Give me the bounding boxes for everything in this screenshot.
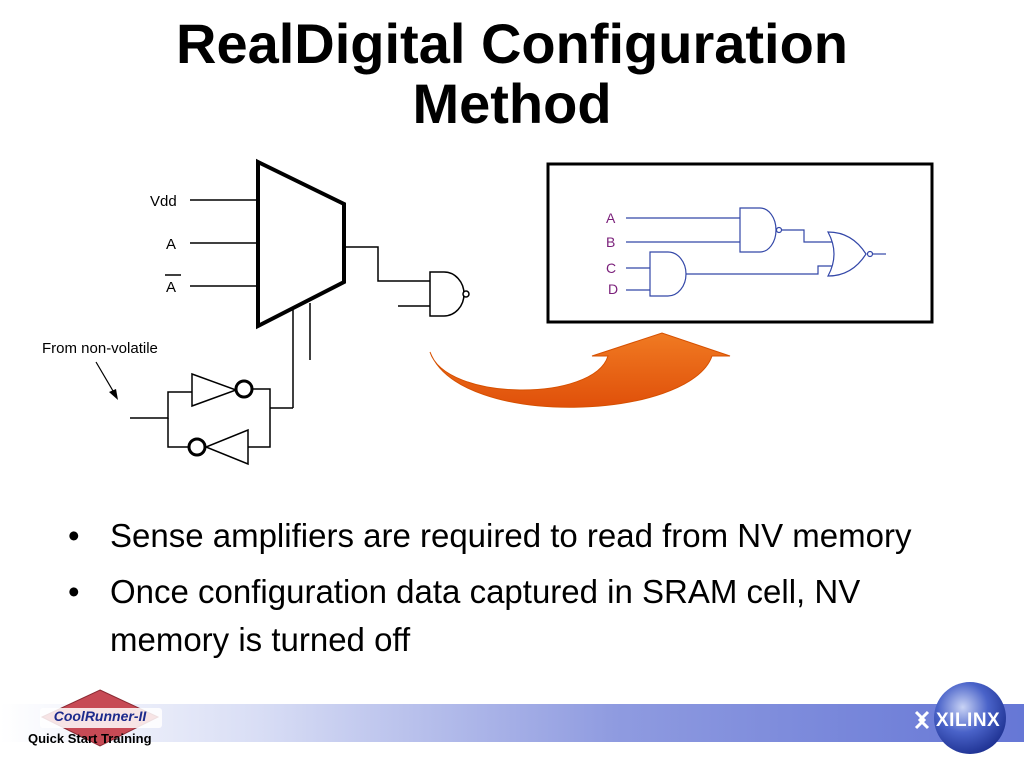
a-label: A (166, 236, 176, 253)
logic-box: A B C D (546, 162, 934, 324)
configuration-arrow (429, 332, 731, 408)
logic-or-gate (826, 231, 867, 277)
inverter-top (191, 372, 239, 408)
bullet-text-2: Once configuration data captured in SRAM… (110, 573, 861, 658)
multiplexer: Vdd A A (150, 158, 430, 408)
logic-and-gate (649, 251, 687, 297)
input-b-label: B (606, 234, 615, 250)
pointer-arrow (95, 361, 118, 400)
a-bar-label: A (166, 279, 176, 296)
bullet-item: •Sense amplifiers are required to read f… (68, 517, 912, 554)
input-c-label: C (606, 260, 616, 276)
bullet-item: •Once configuration data captured in SRA… (68, 573, 861, 658)
bullet-text-1: Sense amplifiers are required to read fr… (110, 517, 912, 554)
mux-output-wire (344, 246, 430, 282)
nonvolatile-label: From non-volatile (42, 340, 158, 357)
sram-latch (130, 372, 293, 466)
logic-nand-gate (739, 207, 777, 253)
xilinx-logo (914, 682, 1006, 754)
nand-gate (429, 271, 470, 317)
input-d-label: D (608, 281, 618, 297)
training-label: Quick Start Training (28, 731, 152, 746)
title-line-1: RealDigital Configuration (176, 12, 848, 75)
coolrunner-logo-text: CoolRunner-II (53, 708, 147, 724)
vdd-label: Vdd (150, 193, 177, 210)
xilinx-logo-text: XILINX (936, 710, 1001, 731)
input-a-label: A (606, 210, 616, 226)
slide-title: RealDigital Configuration Method (0, 14, 1024, 134)
inverter-bottom (204, 428, 249, 466)
title-line-2: Method (412, 72, 612, 135)
coolrunner-logo (40, 689, 162, 747)
bullet-list: •Sense amplifiers are required to read f… (68, 512, 968, 672)
